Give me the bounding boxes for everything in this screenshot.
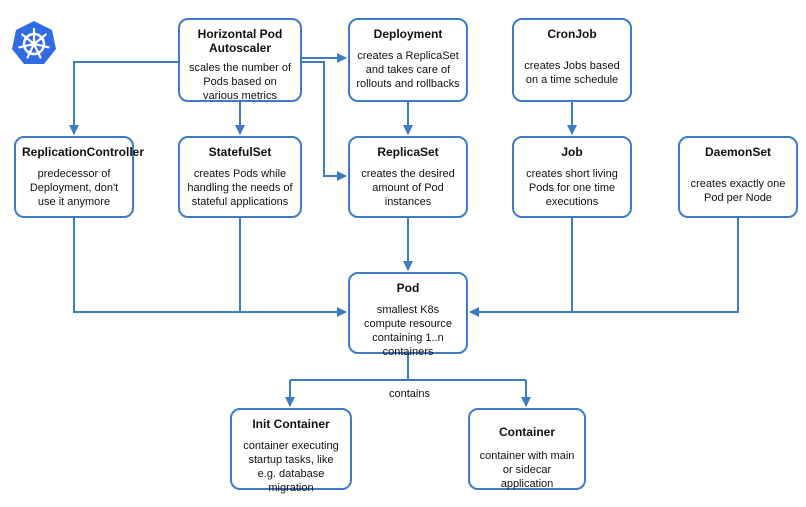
node-pod-desc: smallest K8s compute resource containing… [363, 304, 453, 358]
node-container-title: Container [498, 425, 555, 439]
node-statefulset-desc: creates Pods while handling the needs of… [187, 168, 293, 208]
node-daemonset: DaemonSet creates exactly one Pod per No… [678, 136, 798, 218]
node-deployment-desc: creates a ReplicaSet and takes care of r… [356, 50, 460, 90]
arrow-hpa-to-replicationcontroller [69, 61, 178, 135]
node-cronjob-desc: creates Jobs based on a time schedule [524, 60, 620, 86]
node-pod: Pod smallest K8s compute resource contai… [348, 272, 468, 358]
node-cronjob: CronJob creates Jobs based on a time sch… [512, 18, 632, 102]
node-replicaset-title: ReplicaSet [377, 145, 439, 159]
node-cronjob-title: CronJob [547, 27, 597, 41]
node-hpa: Horizontal Pod Autoscaler scales the num… [178, 18, 302, 102]
node-daemonset-desc: creates exactly one Pod per Node [690, 178, 786, 204]
node-replicationcontroller-desc: predecessor of Deployment, don't use it … [29, 168, 119, 208]
node-container-desc: container with main or sidecar applicati… [479, 450, 575, 490]
kubernetes-logo-icon [12, 21, 56, 64]
node-daemonset-title: DaemonSet [704, 145, 772, 159]
node-replicaset-desc: creates the desired amount of Pod instan… [361, 168, 455, 208]
node-replicationcontroller-title: ReplicationController [22, 145, 145, 159]
node-replicaset: ReplicaSet creates the desired amount of… [348, 136, 468, 218]
node-initcontainer-desc: container executing startup tasks, like … [243, 440, 339, 494]
node-deployment: Deployment creates a ReplicaSet and take… [348, 18, 468, 102]
node-deployment-title: Deployment [373, 27, 443, 41]
node-job: Job creates short living Pods for one ti… [512, 136, 632, 218]
node-hpa-title: Horizontal Pod Autoscaler [197, 27, 283, 55]
node-container: Container container with main or sidecar… [468, 408, 586, 490]
node-job-desc: creates short living Pods for one time e… [526, 168, 618, 208]
node-hpa-desc: scales the number of Pods based on vario… [188, 62, 292, 102]
node-statefulset-title: StatefulSet [208, 145, 272, 159]
node-job-title: Job [561, 145, 583, 159]
arrow-daemonset-to-pod [469, 218, 739, 317]
node-pod-title: Pod [396, 281, 420, 295]
contains-label: contains [389, 388, 430, 400]
arrow-pod-to-initcontainer [290, 379, 526, 406]
node-replicationcontroller: ReplicationController predecessor of Dep… [14, 136, 145, 218]
node-initcontainer-title: Init Container [252, 417, 330, 431]
node-initcontainer: Init Container container executing start… [230, 408, 352, 494]
node-statefulset: StatefulSet creates Pods while handling … [178, 136, 302, 218]
arrow-replicationcontroller-to-pod [73, 218, 347, 317]
arrow-hpa-to-replicaset [302, 61, 347, 181]
